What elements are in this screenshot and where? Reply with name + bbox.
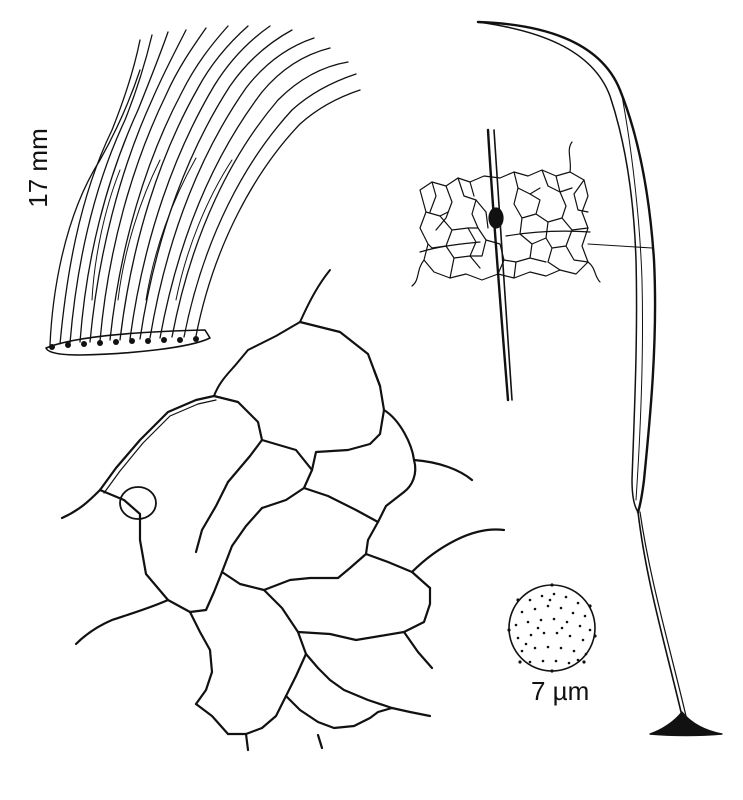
spore-scale-label: 7 µm <box>531 676 590 706</box>
cell-network-illustration <box>60 269 506 752</box>
long-hair-illustration <box>476 20 723 737</box>
hair-tuft-illustration <box>45 25 361 356</box>
spore-illustration <box>507 583 597 673</box>
tissue-section-illustration <box>411 128 653 402</box>
capillitium-scale-label: 17 mm <box>23 128 53 208</box>
